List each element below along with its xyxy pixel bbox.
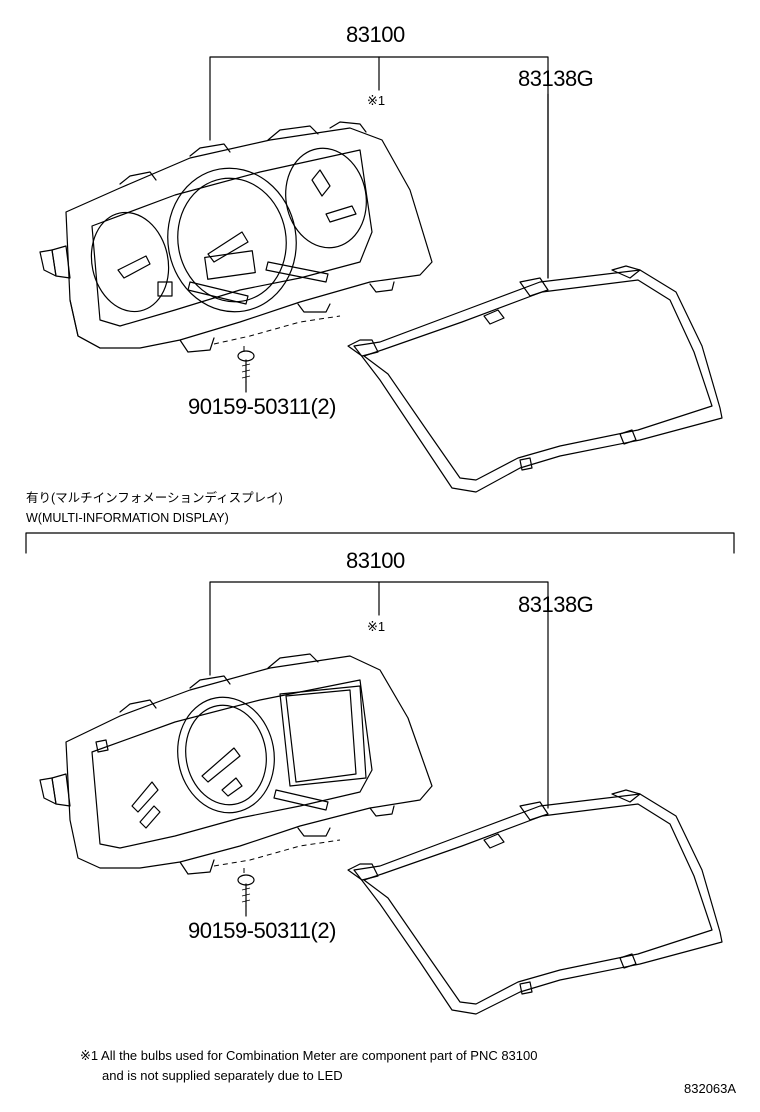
footnote-line-1: ※1 All the bulbs used for Combination Me… — [80, 1048, 538, 1063]
lower-part-cluster-label: 83100 — [346, 548, 405, 573]
lower-note-mark: ※1 — [367, 619, 386, 634]
upper-part-screw-label: 90159-50311(2) — [188, 394, 336, 419]
upper-screw — [237, 350, 255, 383]
section-label-jp: 有り(マルチインフォメーションディスプレイ) — [26, 491, 283, 505]
upper-variant — [39, 56, 723, 493]
lower-lens — [347, 789, 723, 1015]
footnote-line-2: and is not supplied separately due to LE… — [102, 1068, 343, 1083]
lower-part-screw-label: 90159-50311(2) — [188, 918, 336, 943]
upper-note-mark: ※1 — [367, 93, 386, 108]
upper-lens — [347, 265, 723, 493]
section-label-en: W(MULTI-INFORMATION DISPLAY) — [26, 511, 229, 525]
upper-part-cluster-label: 83100 — [346, 22, 405, 47]
lower-variant — [39, 581, 723, 1015]
figure-reference: 832063A — [684, 1081, 737, 1096]
upper-cluster — [39, 121, 433, 356]
lower-cluster — [39, 653, 433, 878]
lower-part-lens-label: 83138G — [518, 592, 594, 617]
lower-screw — [237, 874, 255, 907]
upper-part-lens-label: 83138G — [518, 66, 594, 91]
section-bracket — [25, 532, 735, 554]
